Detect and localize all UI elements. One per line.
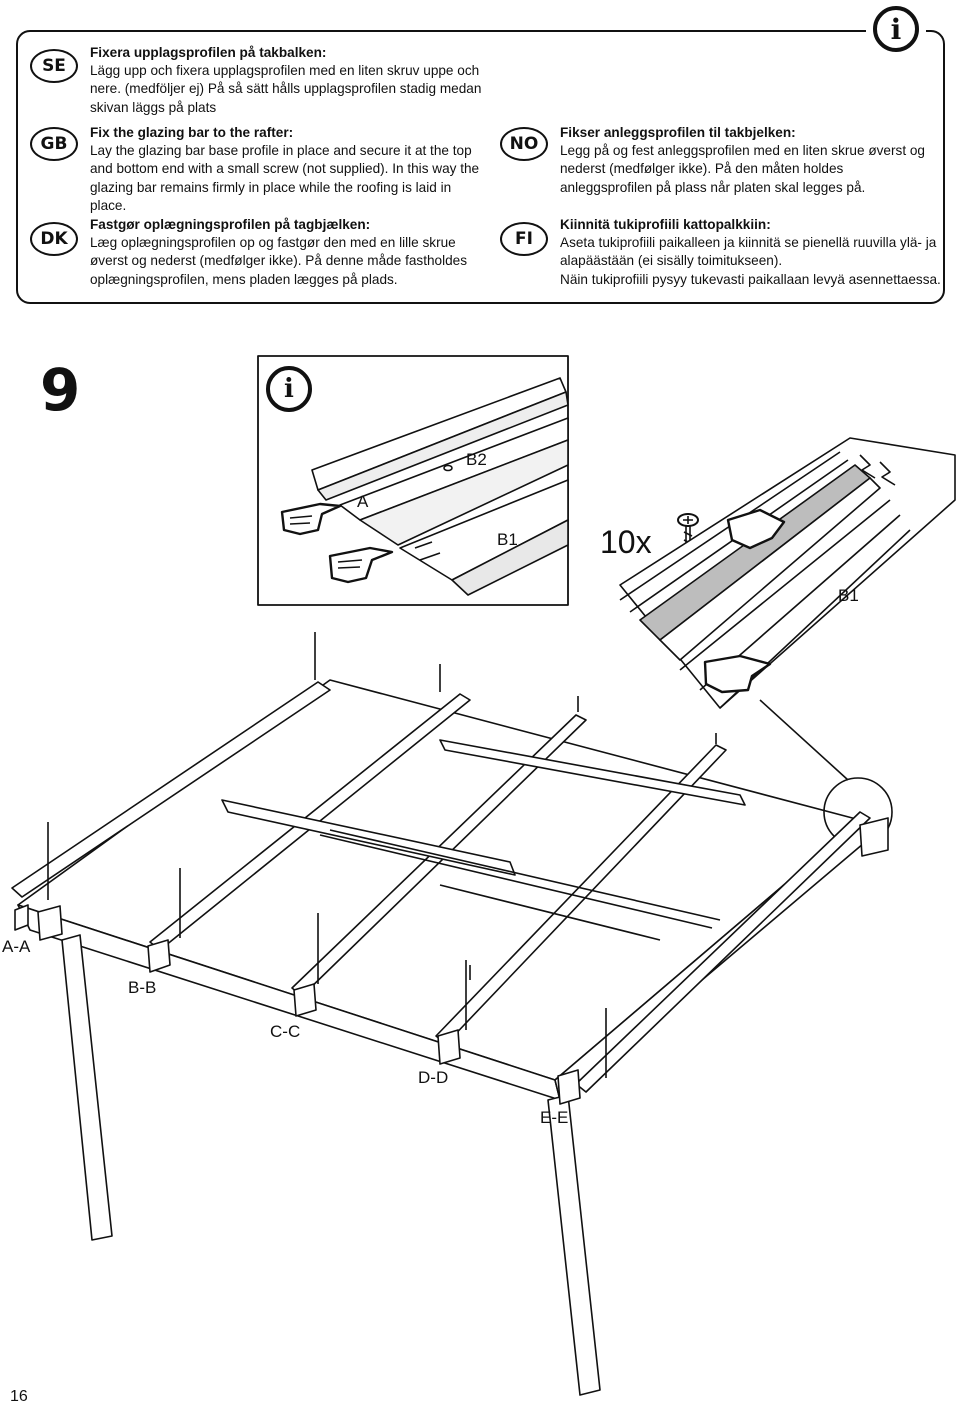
section-label-bb: B-B: [128, 978, 157, 997]
heading-fi: Kiinnitä tukiprofiili kattopalkkiin:: [560, 217, 771, 232]
quantity-label: 10x: [600, 524, 652, 560]
section-label-ee: E-E: [540, 1108, 569, 1127]
section-label-dd: D-D: [418, 1068, 449, 1087]
pointing-hand-icon: [726, 508, 786, 550]
heading-dk: Fastgør oplægningsprofilen på tagbjælken…: [90, 217, 371, 232]
lang-badge-dk: DK: [30, 222, 78, 256]
label-b2: B2: [466, 450, 487, 469]
text-block-fi: Kiinnitä tukiprofiili kattopalkkiin: Ase…: [560, 216, 945, 289]
label-b1-detail: B1: [838, 586, 859, 605]
body-se: Lägg upp och fixera upplagsprofilen med …: [90, 63, 482, 115]
body-fi: Aseta tukiprofiili paikalleen ja kiinnit…: [560, 235, 941, 287]
label-b1-profile: B1: [497, 530, 518, 549]
body-no: Legg på og fest anleggsprofilen med en l…: [560, 143, 925, 195]
heading-se: Fixera upplagsprofilen på takbalken:: [90, 45, 327, 60]
page-number: 16: [10, 1388, 28, 1405]
section-label-cc: C-C: [270, 1022, 301, 1041]
lang-badge-no: NO: [500, 127, 548, 161]
text-block-gb: Fix the glazing bar to the rafter: Lay t…: [90, 124, 490, 215]
section-label-aa: A-A: [2, 937, 31, 956]
body-dk: Læg oplægningsprofilen op og fastgør den…: [90, 235, 468, 287]
text-block-se: Fixera upplagsprofilen på takbalken: Läg…: [90, 44, 490, 117]
rafter-detail: [619, 437, 956, 709]
pointing-hand-icon: [280, 502, 342, 536]
lang-badge-fi: FI: [500, 222, 548, 256]
detail-frame: [257, 355, 569, 606]
heading-no: Fikser anleggsprofilen til takbjelken:: [560, 125, 796, 140]
step-number: 9: [40, 356, 81, 424]
text-block-no: Fikser anleggsprofilen til takbjelken: L…: [560, 124, 945, 197]
instruction-box: [16, 30, 945, 304]
label-a: A: [357, 492, 369, 511]
body-gb: Lay the glazing bar base profile in plac…: [90, 143, 480, 213]
info-icon: i: [873, 6, 919, 52]
info-badge: i: [866, 4, 926, 54]
lang-badge-se: SE: [30, 49, 78, 83]
text-block-dk: Fastgør oplægningsprofilen på tagbjælken…: [90, 216, 490, 289]
lang-badge-gb: GB: [30, 127, 78, 161]
callout-line: [759, 699, 849, 781]
pergola-frame: [11, 632, 889, 1396]
pointing-hand-icon: [703, 654, 772, 694]
info-icon: i: [266, 366, 312, 412]
pointing-hand-icon: [328, 546, 394, 584]
heading-gb: Fix the glazing bar to the rafter:: [90, 125, 294, 140]
glazing-profile-detail: [311, 377, 569, 596]
